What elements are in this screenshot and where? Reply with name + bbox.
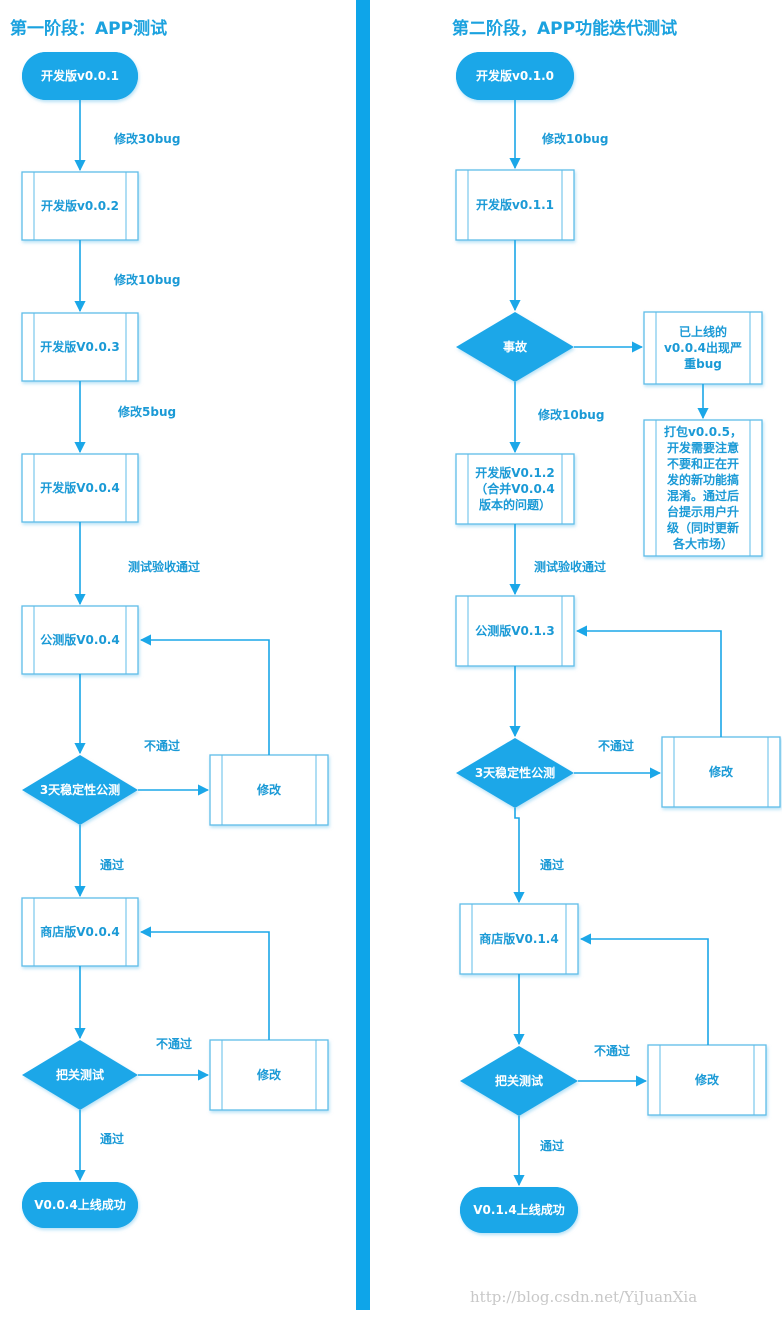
start-node-label: 开发版v0.1.0: [476, 69, 554, 83]
fix-node-label: 修改: [694, 1073, 719, 1087]
fix-node: 修改: [662, 737, 780, 807]
decision-label: 事故: [502, 340, 527, 354]
stability-test-decision: 3天稳定性公测: [22, 755, 138, 825]
process-shape: [21, 171, 139, 241]
stage-one-title: 第一阶段：APP测试: [10, 19, 168, 39]
fix-node: 修改: [210, 1040, 328, 1110]
edge-label: 修改10bug: [538, 408, 605, 422]
edge-label-pass: 通过: [540, 858, 565, 872]
release-node: V0.0.4上线成功: [22, 1182, 138, 1228]
flow-arrow: [513, 808, 525, 904]
decision-label: 3天稳定性公测: [474, 766, 556, 780]
decision-label: 3天稳定性公测: [39, 783, 121, 797]
process-node-v011: 开发版v0.1.1: [456, 170, 574, 240]
store-node-label: 商店版V0.1.4: [479, 932, 559, 946]
gate-test-decision: 把关测试: [22, 1040, 138, 1110]
process-node-label: 开发版v0.0.2: [41, 199, 119, 213]
watermark: http://blog.csdn.net/YiJuanXia: [470, 1288, 698, 1306]
beta-node: 公测版V0.0.4: [22, 606, 138, 674]
fix-node: 修改: [210, 755, 328, 825]
process-shape: [21, 605, 139, 675]
fix-node: 修改: [648, 1045, 766, 1115]
process-shape: [21, 453, 139, 523]
process-shape: [21, 312, 139, 382]
process-node-v002: 开发版v0.0.2: [22, 172, 138, 240]
process-shape: [643, 419, 763, 557]
process-shape: [455, 169, 575, 241]
process-shape: [459, 903, 579, 975]
process-shape: [643, 311, 763, 385]
process-shape: [661, 736, 781, 808]
decision-label: 把关测试: [494, 1074, 543, 1088]
beta-node: 公测版V0.1.3: [456, 596, 574, 666]
edge-label-pass: 通过: [100, 1132, 125, 1146]
edge-label-fail: 不通过: [156, 1037, 193, 1051]
store-node-label: 商店版V0.0.4: [40, 925, 120, 939]
decision-shape: [22, 755, 138, 825]
process-shape: [455, 453, 575, 525]
process-shape: [209, 1039, 329, 1111]
fix-node-label: 修改: [708, 765, 733, 779]
process-node-v003: 开发版V0.0.3: [22, 313, 138, 381]
decision-shape: [456, 738, 574, 808]
stability-test-decision: 3天稳定性公测: [456, 738, 574, 808]
edge-label: 修改10bug: [542, 132, 609, 146]
decision-shape: [460, 1046, 578, 1116]
store-node: 商店版V0.1.4: [460, 904, 578, 974]
flow-arrow: [139, 926, 270, 1040]
edge-label: 修改10bug: [114, 273, 181, 287]
online-bug-node: 已上线的 v0.0.4出现严 重bug: [644, 312, 762, 384]
start-node: 开发版v0.1.0: [456, 52, 574, 100]
decision-shape: [22, 1040, 138, 1110]
edge-label-pass: 通过: [540, 1139, 565, 1153]
release-node-label: V0.1.4上线成功: [473, 1203, 565, 1217]
online-bug-label: 已上线的 v0.0.4出现严 重bug: [664, 325, 742, 371]
process-node-label: 开发版V0.0.4: [40, 481, 120, 495]
decision-label: 把关测试: [55, 1068, 104, 1082]
process-node-label: 开发版V0.0.3: [40, 340, 120, 354]
fix-node-label: 修改: [256, 1068, 281, 1082]
hotfix-label: 打包v0.0.5， 开发需要注意 不要和正在开 发的新功能搞 混淆。通过后 台提…: [664, 425, 742, 551]
release-node-label: V0.0.4上线成功: [34, 1198, 126, 1212]
start-node: 开发版v0.0.1: [22, 52, 138, 100]
process-node-label: 开发版v0.1.1: [476, 198, 554, 212]
beta-node-label: 公测版V0.0.4: [40, 633, 120, 647]
incident-decision: 事故: [456, 312, 574, 382]
edge-label: 测试验收通过: [128, 560, 201, 574]
edge-label: 测试验收通过: [534, 560, 607, 574]
beta-node-label: 公测版V0.1.3: [475, 624, 555, 638]
merge-node-label: 开发版V0.1.2 （合并V0.0.4 版本的问题）: [475, 466, 555, 512]
edge-label: 修改30bug: [114, 132, 181, 146]
process-shape: [21, 897, 139, 967]
process-shape: [647, 1044, 767, 1116]
fix-node-label: 修改: [256, 783, 281, 797]
merge-node-v012: 开发版V0.1.2 （合并V0.0.4 版本的问题）: [456, 454, 574, 524]
flow-arrow: [139, 634, 270, 755]
release-node: V0.1.4上线成功: [460, 1187, 578, 1233]
stage-two-title: 第二阶段，APP功能迭代测试: [452, 19, 678, 39]
stage-divider: [356, 0, 370, 1310]
store-node: 商店版V0.0.4: [22, 898, 138, 966]
edge-label-fail: 不通过: [144, 739, 181, 753]
process-node-v004: 开发版V0.0.4: [22, 454, 138, 522]
edge-label: 修改5bug: [118, 405, 177, 419]
gate-test-decision: 把关测试: [460, 1046, 578, 1116]
edge-label-fail: 不通过: [598, 739, 635, 753]
flow-arrow: [579, 933, 709, 1045]
decision-shape: [456, 312, 574, 382]
process-shape: [209, 754, 329, 826]
flow-arrow: [575, 625, 722, 737]
edge-label-pass: 通过: [100, 858, 125, 872]
hotfix-node: 打包v0.0.5， 开发需要注意 不要和正在开 发的新功能搞 混淆。通过后 台提…: [644, 420, 762, 556]
edge-label-fail: 不通过: [594, 1044, 631, 1058]
process-shape: [455, 595, 575, 667]
start-node-label: 开发版v0.0.1: [41, 69, 119, 83]
